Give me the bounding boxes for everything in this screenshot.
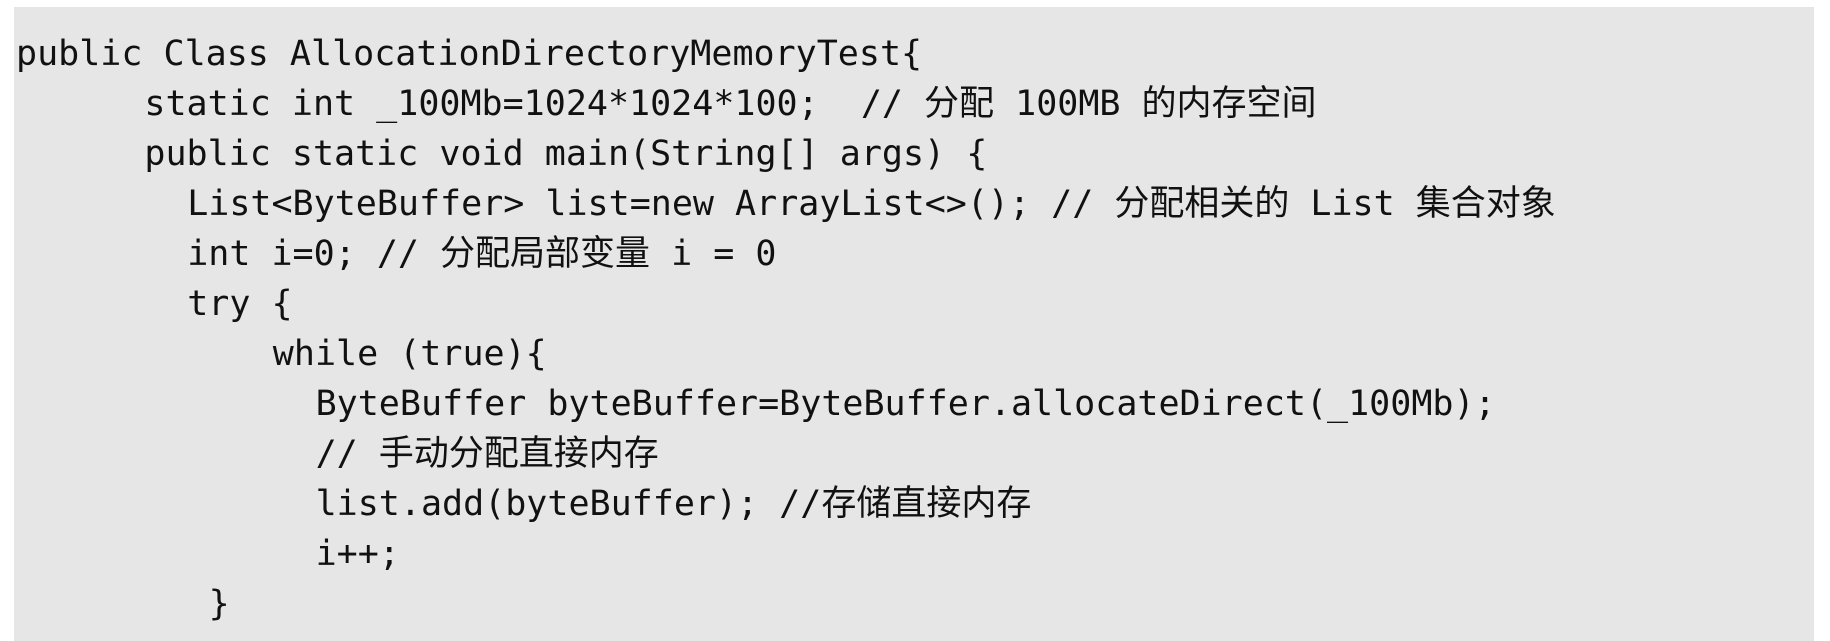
- code-line-text: i++;: [315, 534, 400, 574]
- code-line-3: public static void main(String[] args) {: [16, 129, 1814, 179]
- code-line-7: while (true){: [16, 329, 1814, 379]
- code-line-text: while (true){: [272, 334, 547, 374]
- code-line-text: ByteBuffer byteBuffer=ByteBuffer.allocat…: [315, 384, 1496, 424]
- code-line-text: try {: [187, 284, 293, 324]
- code-line-4: List<ByteBuffer> list=new ArrayList<>();…: [16, 179, 1814, 229]
- code-line-text: int i=0; // 分配局部变量 i = 0: [187, 234, 777, 274]
- code-line-10: list.add(byteBuffer); //存储直接内存: [16, 479, 1814, 529]
- code-line-1: public Class AllocationDirectoryMemoryTe…: [16, 29, 1814, 79]
- code-line-text: // 手动分配直接内存: [315, 434, 659, 474]
- code-line-2: static int _100Mb=1024*1024*100; // 分配 1…: [16, 79, 1814, 129]
- code-line-text: List<ByteBuffer> list=new ArrayList<>();…: [187, 184, 1556, 224]
- code-line-6: try {: [16, 279, 1814, 329]
- code-line-text: }: [208, 584, 230, 624]
- code-line-text: public static void main(String[] args) {: [144, 134, 988, 174]
- code-line-12: }: [16, 579, 1814, 629]
- code-line-5: int i=0; // 分配局部变量 i = 0: [16, 229, 1814, 279]
- code-line-9: // 手动分配直接内存: [16, 429, 1814, 479]
- code-line-text: static int _100Mb=1024*1024*100; // 分配 1…: [144, 84, 1317, 124]
- code-line-8: ByteBuffer byteBuffer=ByteBuffer.allocat…: [16, 379, 1814, 429]
- code-line-text: public Class AllocationDirectoryMemoryTe…: [16, 34, 923, 74]
- code-block: public Class AllocationDirectoryMemoryTe…: [14, 7, 1814, 641]
- code-line-text: list.add(byteBuffer); //存储直接内存: [315, 484, 1032, 524]
- code-line-11: i++;: [16, 529, 1814, 579]
